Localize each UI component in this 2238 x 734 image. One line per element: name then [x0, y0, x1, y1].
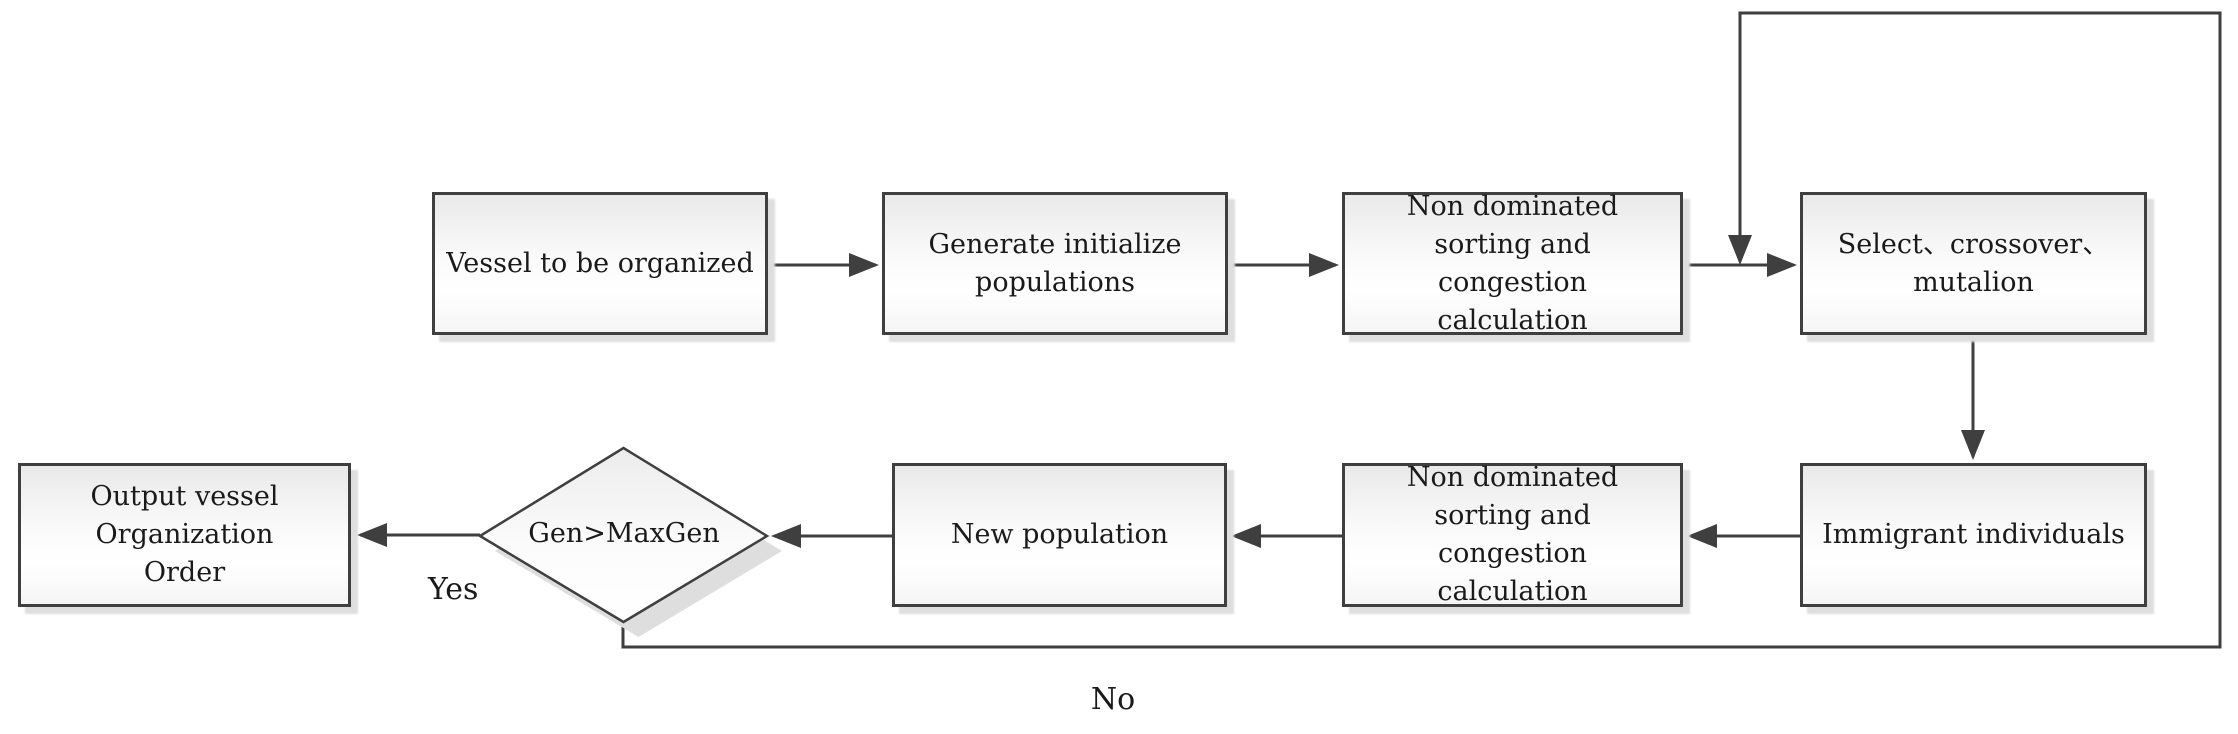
edge-label-yes: Yes [428, 572, 479, 607]
node-immigrant-individuals-label: Immigrant individuals [1822, 519, 2125, 550]
node-nds-bottom-label: Non dominated sorting and congestion cal… [1406, 462, 1619, 607]
decision-diamond-outline [477, 446, 770, 624]
node-vessel: Vessel to be organized [432, 192, 768, 335]
edge-label-no: No [1090, 682, 1136, 717]
node-vessel-label: Vessel to be organized [446, 247, 754, 279]
node-nds-top: Non dominated sorting and congestion cal… [1342, 191, 1683, 336]
node-nds-bottom: Non dominated sorting and congestion cal… [1342, 462, 1683, 607]
node-immigrant-individuals: Immigrant individuals [1800, 463, 2147, 607]
node-decision-label: Gen>MaxGen [528, 517, 720, 549]
node-select-crossover-mutation-label: Select、crossover、 mutalion [1837, 228, 2110, 298]
decision-diamond-shape [477, 446, 782, 637]
node-output-order: Output vessel Organization Order [18, 463, 351, 607]
node-generate-populations-label: Generate initialize populations [928, 228, 1182, 298]
node-generate-populations: Generate initialize populations [882, 192, 1228, 335]
edge-decision-no-loop [621, 11, 2222, 649]
node-decision: Gen>MaxGen [466, 434, 796, 644]
node-select-crossover-mutation: Select、crossover、 mutalion [1800, 192, 2147, 335]
node-nds-top-label: Non dominated sorting and congestion cal… [1406, 190, 1619, 336]
node-new-population: New population [892, 463, 1227, 607]
node-output-order-label: Output vessel Organization Order [90, 481, 279, 588]
node-new-population-label: New population [950, 519, 1169, 550]
